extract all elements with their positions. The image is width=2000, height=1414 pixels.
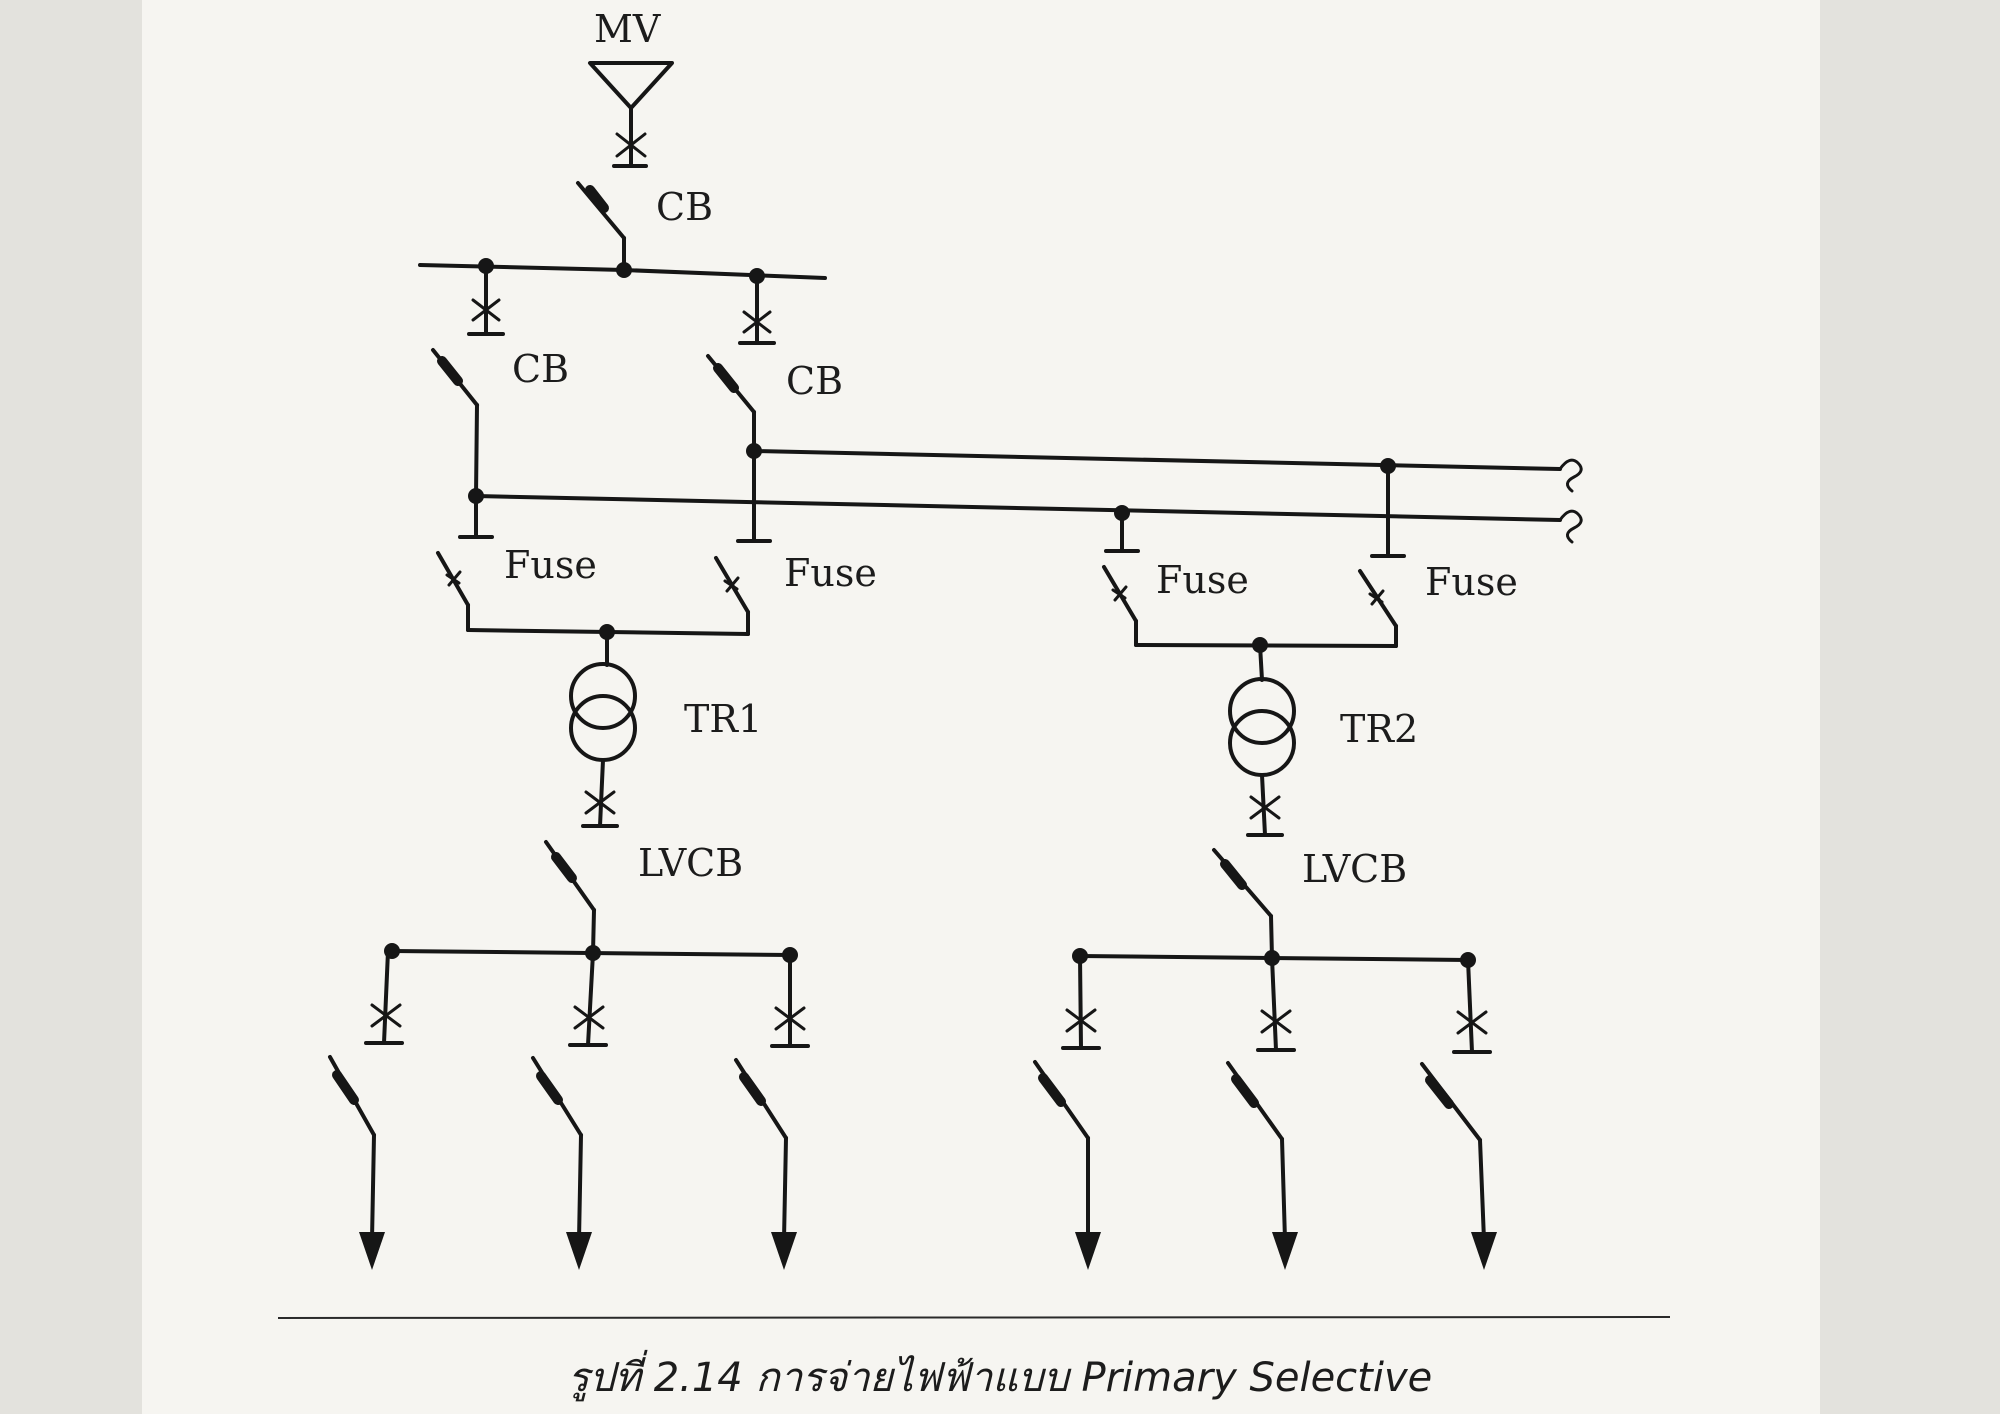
tr2-primary-join <box>1134 637 1398 682</box>
lv-circuit-breaker-1 <box>544 840 596 955</box>
cb-right-label: CB <box>786 359 843 403</box>
lvcb-2-label: LVCB <box>1302 847 1407 891</box>
fuse-switch-1 <box>436 551 470 632</box>
transformer-tr1 <box>569 662 637 828</box>
right-feeder-breaker <box>706 354 756 453</box>
outgoing-feeder-2 <box>531 1056 592 1270</box>
outgoing-feeder-3 <box>734 1058 797 1270</box>
outgoing-feeder-6 <box>1420 1062 1497 1270</box>
fuse-3-label: Fuse <box>1156 558 1249 602</box>
lv-isolator-4 <box>1061 954 1101 1050</box>
lv-isolator-5 <box>1256 956 1296 1052</box>
fuse-4-label: Fuse <box>1425 560 1518 604</box>
tr1-primary-join <box>466 624 750 667</box>
figure-caption: รูปที่ 2.14 การจ่ายไฟฟ้าแบบ Primary Sele… <box>568 1349 1433 1402</box>
feeder-cable-a <box>746 443 1583 493</box>
lv-circuit-breaker-2 <box>1212 848 1274 960</box>
fuse-2-label: Fuse <box>784 551 877 595</box>
transformer-tr2 <box>1228 677 1296 837</box>
right-isolator <box>738 274 776 345</box>
lv-isolator-1 <box>364 949 404 1045</box>
caption-divider <box>277 1316 1671 1319</box>
page-sheet <box>142 0 1820 1414</box>
main-circuit-breaker <box>576 181 626 272</box>
tr1-label: TR1 <box>684 697 762 741</box>
mv-label: MV <box>594 7 661 51</box>
left-isolator <box>467 264 505 336</box>
mv-source <box>588 61 674 168</box>
lv-isolator-2 <box>568 951 608 1047</box>
fuse-switch-3 <box>1102 565 1138 647</box>
outgoing-feeder-1 <box>328 1055 385 1270</box>
tr2-label: TR2 <box>1340 707 1418 751</box>
fuse-switch-2 <box>714 556 750 636</box>
lv-isolator-3 <box>770 953 810 1048</box>
lvcb-1-label: LVCB <box>638 841 743 885</box>
cb-left-label: CB <box>512 347 569 391</box>
lv-isolator-6 <box>1452 958 1492 1054</box>
outgoing-feeder-4 <box>1033 1060 1101 1270</box>
cb-main-label: CB <box>656 185 713 229</box>
fuse-1-label: Fuse <box>504 543 597 587</box>
fuse-switch-4 <box>1358 569 1398 648</box>
left-feeder-breaker <box>431 348 479 498</box>
outgoing-feeder-5 <box>1226 1061 1298 1270</box>
feeder-cable-b <box>468 488 1583 544</box>
